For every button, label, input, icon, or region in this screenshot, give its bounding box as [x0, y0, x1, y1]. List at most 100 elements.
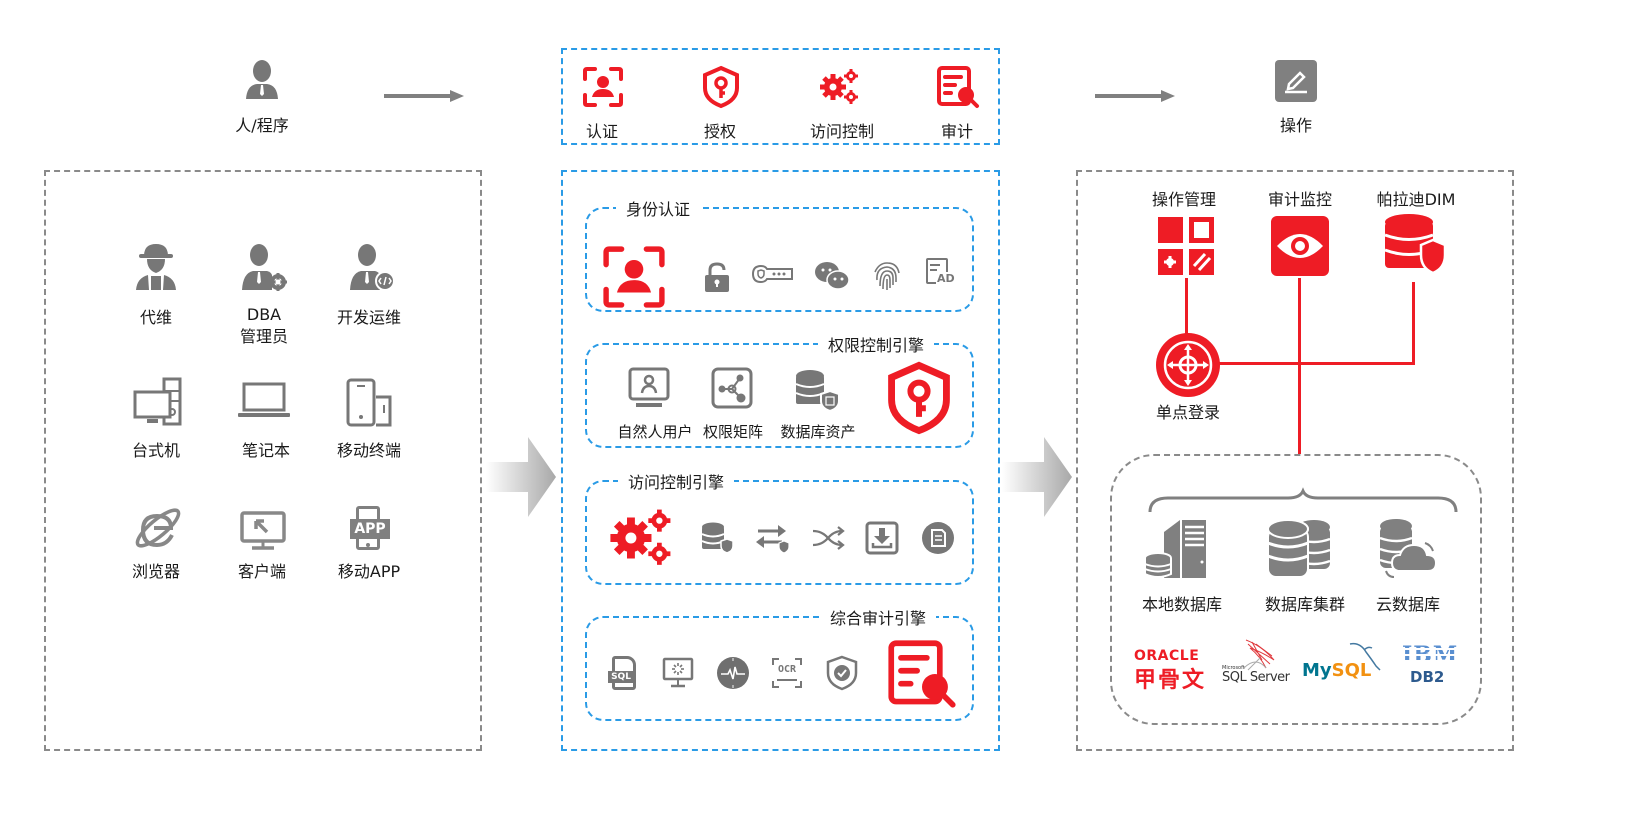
app-badge-text: APP: [354, 521, 386, 537]
monitor-pulse-icon: [717, 657, 749, 689]
database-label-local: 本地数据库: [1141, 595, 1222, 614]
document-search-icon: [937, 66, 979, 108]
mysql-logo-my: My: [1302, 660, 1332, 681]
operation-label: 操作: [1279, 116, 1312, 135]
ibm-db2-logo: IBM DB2: [1398, 642, 1464, 690]
sqlserver-logo: Microsoft SQL Server: [1220, 638, 1300, 690]
target-panel: [1076, 170, 1514, 751]
user-label-maintenance: 代维: [139, 308, 172, 327]
document-search-icon: [888, 640, 956, 708]
client-icon: [240, 511, 286, 550]
database-shield-icon: [1384, 214, 1447, 275]
user-label-dba-line2: 管理员: [239, 327, 288, 346]
face-recognition-icon: [583, 67, 623, 107]
cloud-database-icon: [1379, 519, 1438, 578]
user-label-dba: DBA 管理员: [224, 304, 304, 348]
permission-engine-title: 权限控制引擎: [818, 332, 935, 356]
ad-icon: AD: [926, 258, 956, 288]
sso-icon: [1156, 333, 1220, 397]
control-label-auth: 认证: [585, 122, 618, 141]
mysql-logo: MySQL: [1302, 640, 1388, 688]
db2-logo-text: DB2: [1410, 668, 1445, 686]
oracle-logo-en: ORACLE: [1134, 648, 1200, 664]
identity-auth-title: 身份认证: [616, 196, 701, 220]
flow-arrow-icon: [1002, 437, 1072, 517]
natural-user-icon: [628, 367, 670, 407]
permission-label-user: 自然人用户: [617, 423, 693, 441]
permission-engine-box: [585, 343, 974, 448]
transfer-shield-icon: [756, 525, 790, 554]
sql-file-icon: SQL: [608, 656, 638, 690]
database-shield-icon: [701, 522, 734, 554]
audit-engine-box: [585, 616, 974, 721]
database-label-cluster: 数据库集群: [1264, 595, 1345, 614]
mobile-terminal-icon: [346, 378, 392, 427]
oracle-logo-cn: 甲骨文: [1134, 668, 1207, 693]
download-icon: [865, 521, 899, 555]
permission-label-db-asset: 数据库资产: [780, 423, 856, 441]
lock-icon: [705, 262, 729, 292]
control-label-audit: 审计: [940, 122, 973, 141]
brace-icon: [1148, 487, 1458, 513]
permission-label-matrix: 权限矩阵: [702, 423, 763, 441]
user-label-dba-line1: DBA: [246, 305, 282, 324]
key-token-icon: [751, 264, 793, 284]
identity-auth-box: [585, 207, 974, 312]
database-cluster-icon: [1267, 519, 1331, 578]
shield-key-icon: [703, 65, 739, 109]
actor-label: 人/程序: [235, 116, 289, 135]
sql-text: SQL: [608, 671, 634, 683]
sso-label: 单点登录: [1155, 403, 1220, 422]
client-panel: [44, 170, 482, 751]
module-label-dim: 帕拉迪DIM: [1376, 190, 1456, 209]
gears-icon: [610, 509, 671, 565]
shield-check-icon: [826, 655, 858, 691]
arrow-right-icon: [1095, 90, 1175, 102]
face-recognition-icon: [603, 246, 665, 308]
mysql-logo-text: MySQL: [1302, 660, 1371, 681]
connector-line: [1218, 362, 1415, 365]
dba-admin-icon: [242, 244, 287, 291]
connector-line: [1298, 278, 1301, 454]
client-label-client: 客户端: [237, 562, 286, 581]
ocr-icon: OCR: [772, 658, 802, 688]
worker-icon: [136, 244, 176, 290]
client-label-mobile-app: 移动APP: [337, 562, 401, 581]
gears-icon: [820, 69, 858, 104]
control-label-authorize: 授权: [703, 122, 736, 141]
document-icon: [922, 522, 954, 554]
browser-icon: [135, 508, 181, 548]
local-database-icon: [1144, 520, 1206, 578]
wechat-icon: [815, 262, 850, 290]
screen-loading-icon: [662, 657, 694, 688]
control-label-access: 访问控制: [809, 122, 874, 141]
laptop-icon: [238, 382, 290, 417]
mysql-logo-sql: SQL: [1331, 660, 1372, 681]
database-asset-icon: [795, 370, 840, 413]
client-label-browser: 浏览器: [131, 562, 180, 581]
access-engine-box: [585, 480, 974, 585]
shield-key-icon: [888, 361, 950, 435]
desktop-icon: [133, 377, 182, 426]
arrow-right-icon: [384, 90, 464, 102]
connector-line: [1412, 282, 1415, 364]
fingerprint-icon: [874, 262, 900, 290]
device-label-desktop: 台式机: [131, 441, 180, 460]
ocr-text: OCR: [777, 664, 797, 675]
user-label-devops: 开发运维: [336, 308, 401, 327]
person-icon: [246, 60, 278, 99]
flow-arrow-icon: [486, 437, 556, 517]
audit-engine-title: 综合审计引擎: [820, 605, 937, 629]
database-group-box: [1110, 454, 1482, 725]
security-controls-box: [561, 48, 1000, 145]
mobile-app-icon: APP: [350, 506, 390, 552]
access-engine-title: 访问控制引擎: [618, 469, 735, 493]
permission-matrix-icon: [711, 367, 753, 409]
ad-text: AD: [936, 272, 956, 285]
devops-icon: [350, 244, 395, 291]
oracle-logo: ORACLE 甲骨文: [1134, 648, 1214, 693]
engine-panel: [561, 170, 1000, 751]
database-label-cloud: 云数据库: [1375, 595, 1440, 614]
sqlserver-logo-small: Microsoft: [1222, 665, 1245, 671]
eye-monitor-icon: [1271, 216, 1329, 276]
